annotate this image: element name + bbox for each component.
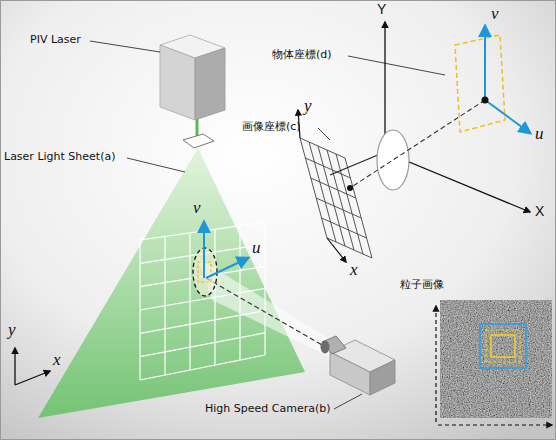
- projection-ray: [350, 100, 485, 188]
- axis-label: Y: [377, 1, 386, 18]
- view-beam: [198, 258, 332, 358]
- laser-side: [160, 45, 195, 120]
- x-axis: [15, 371, 50, 385]
- callout-label: Laser Light Sheet(a): [4, 150, 115, 163]
- lens: [377, 130, 409, 190]
- camera-side: [330, 352, 370, 395]
- grid-line: [140, 333, 265, 357]
- grid-line: [327, 150, 354, 250]
- grid-line: [311, 178, 356, 198]
- object-y-axis: [384, 22, 385, 152]
- leader-line: [348, 56, 445, 75]
- image-y-direction: [435, 306, 436, 422]
- laser-optic: [183, 134, 214, 148]
- callout-label: PIV Laser: [30, 33, 81, 46]
- grid-line: [140, 355, 265, 380]
- axis-label: y: [304, 96, 312, 116]
- laser-front: [195, 48, 225, 120]
- particle-image-base: [440, 300, 552, 418]
- image-x-direction: [438, 424, 552, 425]
- y-axis: [14, 348, 15, 385]
- axis-label: v: [491, 4, 499, 24]
- u-arrow: [485, 100, 530, 133]
- leader-line: [334, 394, 362, 409]
- axis-label: X: [535, 203, 544, 220]
- laser-sheet: [38, 148, 305, 418]
- grid-line: [305, 158, 350, 178]
- axis-label: y: [8, 320, 16, 340]
- object-window: [455, 35, 505, 132]
- grid-line: [336, 154, 363, 254]
- particle-image: [440, 300, 552, 418]
- grid-line: [309, 142, 336, 242]
- axis-label: v: [193, 198, 201, 218]
- callout-label: 物体座標(d): [272, 48, 332, 61]
- u-arrow: [206, 258, 248, 278]
- v-arrow: [203, 222, 205, 278]
- axis-label: u: [252, 238, 261, 258]
- callout-label: 粒子画像: [400, 278, 444, 291]
- camera-front: [370, 360, 395, 395]
- axis-label: u: [535, 124, 544, 144]
- image-x-axis: [327, 238, 346, 262]
- search-window: [480, 324, 526, 368]
- image-plane-grid: [300, 138, 372, 258]
- grid-line: [318, 146, 345, 246]
- leader-line: [90, 41, 160, 52]
- leader-line: [318, 128, 330, 140]
- interrogation-window: [491, 335, 515, 357]
- grid-line: [140, 222, 265, 240]
- v-arrow: [484, 26, 486, 100]
- callout-label: 画像座標(c): [242, 120, 301, 133]
- grid-line: [316, 198, 361, 218]
- camera-lens-face: [321, 341, 330, 354]
- view-axis: [206, 278, 324, 346]
- object-point: [482, 97, 489, 104]
- image-plane: [300, 138, 372, 258]
- callout-label: High Speed Camera(b): [205, 402, 331, 415]
- image-point: [347, 185, 353, 191]
- shifted-window: [486, 330, 520, 362]
- axis-label: x: [53, 350, 61, 370]
- leader-line: [127, 158, 185, 172]
- grid-line: [322, 218, 367, 238]
- axis-label: x: [350, 260, 358, 280]
